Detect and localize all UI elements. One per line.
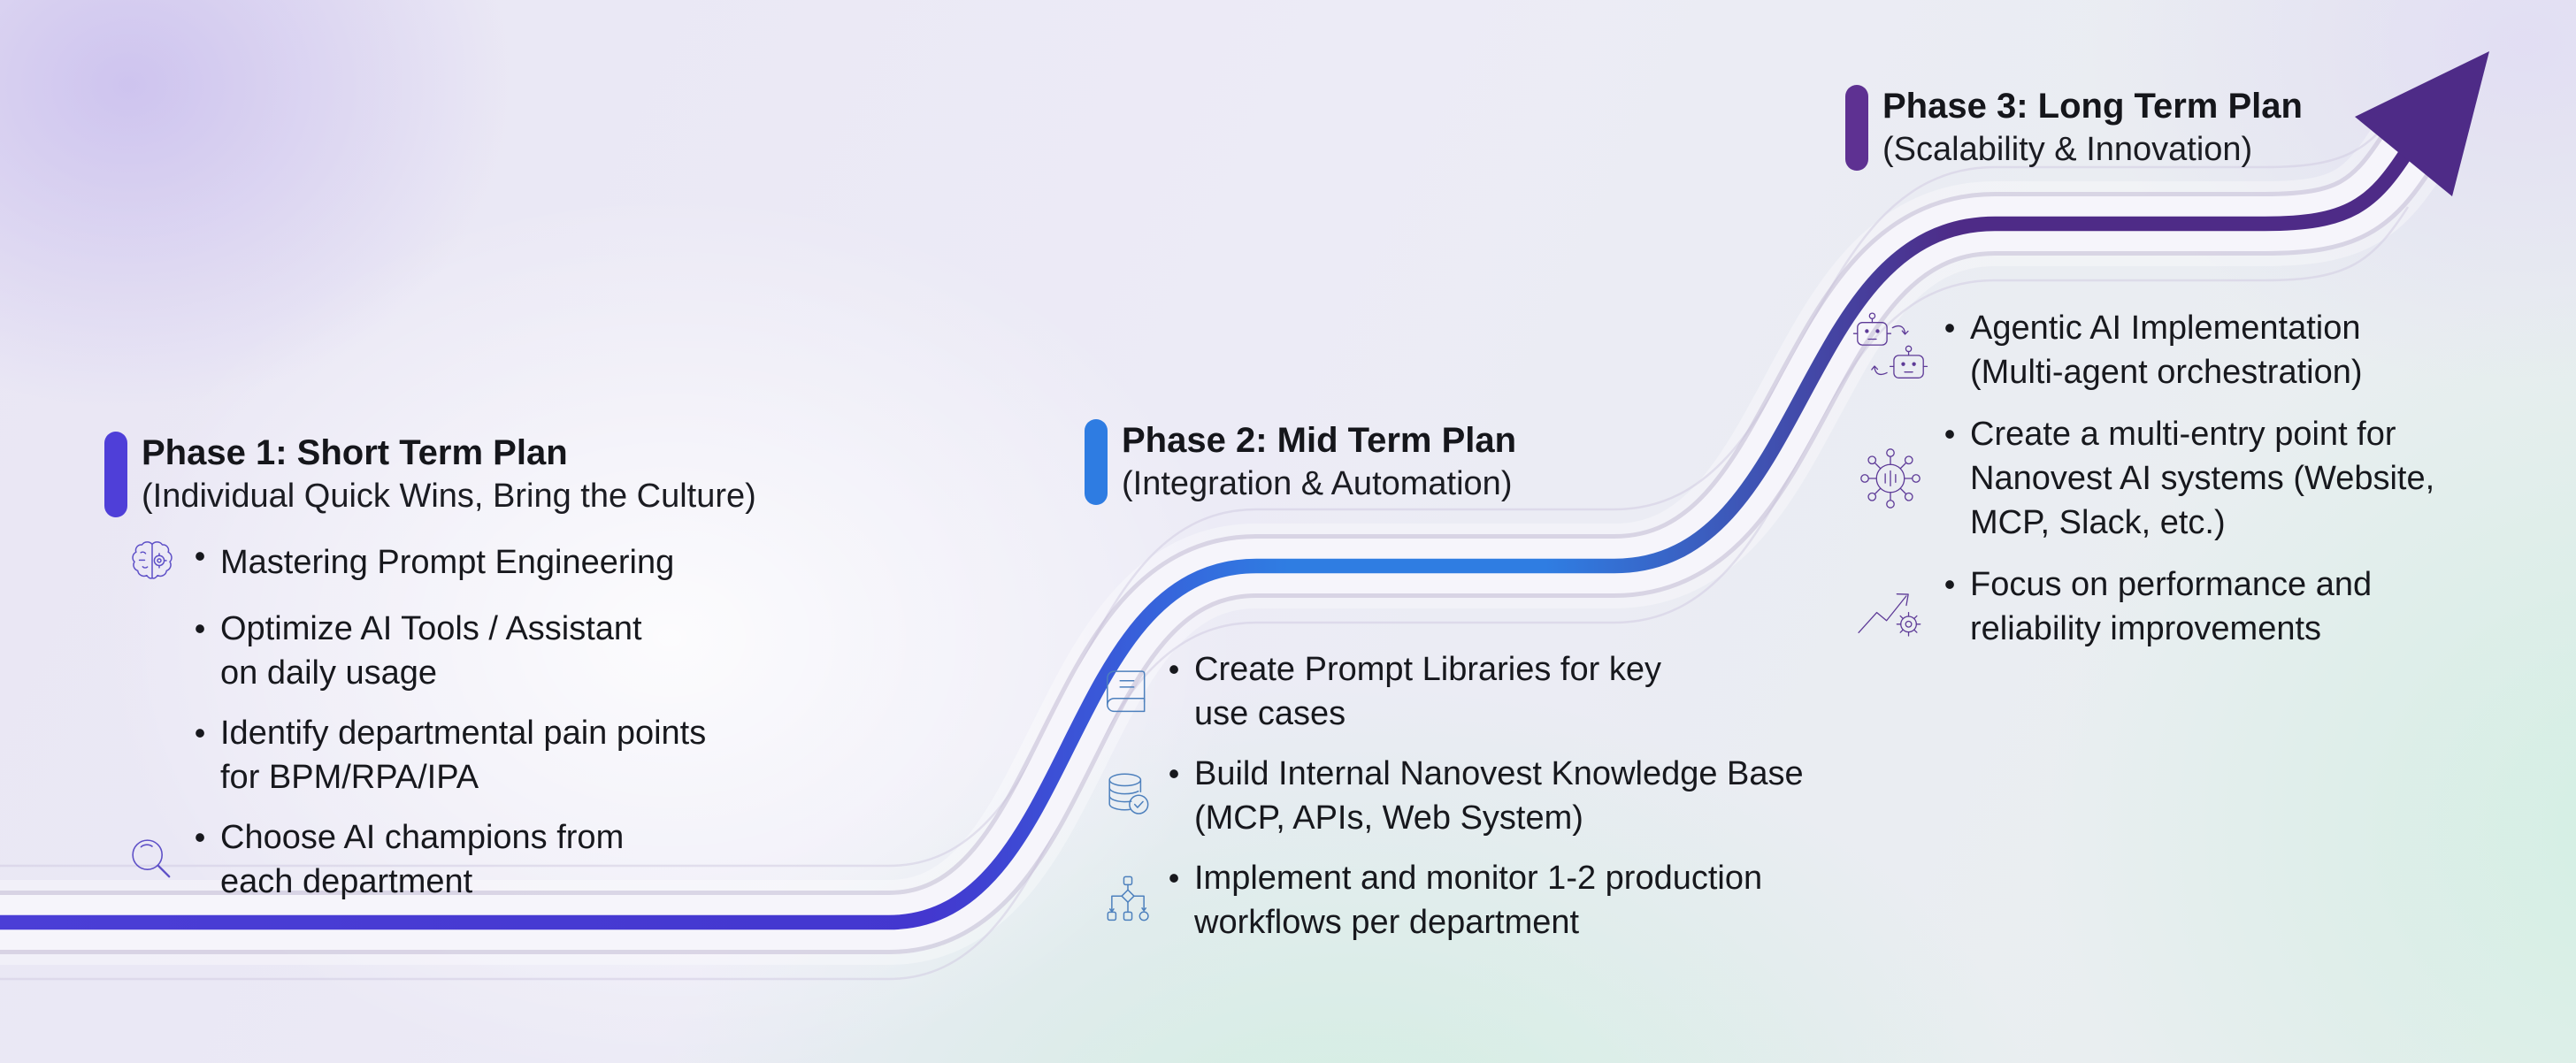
phase-1-title: Phase 1: Short Term Plan <box>142 433 568 472</box>
phase-3-title: Phase 3: Long Term Plan <box>1882 87 2303 126</box>
phase-3-header: Phase 3: Long Term Plan (Scalability & I… <box>1845 85 2303 172</box>
item-line: Agentic AI Implementation <box>1970 310 2361 347</box>
bullet-dot <box>1936 562 1963 607</box>
item-line: Mastering Prompt Engineering <box>220 544 675 581</box>
item-text: Choose AI champions from each department <box>220 815 624 904</box>
item-line: use cases <box>1194 695 1346 732</box>
phase-3-heading-text: Phase 3: Long Term Plan (Scalability & I… <box>1882 85 2303 171</box>
phase-2-heading-text: Phase 2: Mid Term Plan (Integration & Au… <box>1122 419 1516 505</box>
bullet-dot <box>1161 752 1187 796</box>
list-item: Identify departmental pain points for BP… <box>118 711 706 799</box>
icon-box <box>118 831 187 888</box>
item-line: for BPM/RPA/IPA <box>220 759 479 796</box>
bullet-dot <box>187 711 213 755</box>
item-line: Identify departmental pain points <box>220 715 707 752</box>
item-line: Create Prompt Libraries for key <box>1194 651 1661 688</box>
list-item: Build Internal Nanovest Knowledge Base (… <box>1095 752 1804 840</box>
bullet-dot <box>1161 856 1187 900</box>
bullet-dot <box>1161 647 1187 692</box>
brain-chip-icon <box>124 534 180 591</box>
item-line: each department <box>220 863 473 900</box>
phase-2-title: Phase 2: Mid Term Plan <box>1122 421 1517 460</box>
item-text: Agentic AI Implementation (Multi-agent o… <box>1970 306 2363 394</box>
list-item: Implement and monitor 1-2 production wor… <box>1095 856 1804 944</box>
book-icon <box>1100 663 1156 720</box>
item-text: Build Internal Nanovest Knowledge Base (… <box>1194 752 1804 840</box>
phase-1-subtitle: (Individual Quick Wins, Bring the Cultur… <box>142 477 756 515</box>
arrowhead-icon <box>2355 51 2489 196</box>
icon-box <box>118 534 187 591</box>
item-line: Nanovest AI systems (Website, <box>1970 460 2435 497</box>
phase-1-heading-text: Phase 1: Short Term Plan (Individual Qui… <box>142 432 756 517</box>
phase-3-accent-bar <box>1845 85 1868 172</box>
item-line: Implement and monitor 1-2 production <box>1194 860 1763 897</box>
item-line: Optimize AI Tools / Assistant <box>220 610 642 647</box>
phase-2-accent-bar <box>1085 419 1108 506</box>
phase-3-items: Agentic AI Implementation (Multi-agent o… <box>1844 306 2434 669</box>
phase-2-subtitle: (Integration & Automation) <box>1122 464 1513 502</box>
item-line: Create a multi-entry point for <box>1970 416 2396 453</box>
ai-hub-icon <box>1852 440 1929 517</box>
item-line: Focus on performance and <box>1970 566 2373 603</box>
item-line: reliability improvements <box>1970 610 2322 647</box>
item-line: on daily usage <box>220 654 438 692</box>
icon-box <box>1095 768 1161 824</box>
phase-3-subtitle: (Scalability & Innovation) <box>1882 130 2253 168</box>
bullet-dot <box>187 607 213 651</box>
list-item: Create Prompt Libraries for key use case… <box>1095 647 1804 736</box>
bullet-dot <box>1936 306 1963 350</box>
item-text: Identify departmental pain points for BP… <box>220 711 706 799</box>
item-text: Create a multi-entry point for Nanovest … <box>1970 412 2434 545</box>
list-item: Optimize AI Tools / Assistant on daily u… <box>118 607 706 695</box>
item-text: Mastering Prompt Engineering <box>220 540 674 585</box>
item-line: MCP, Slack, etc.) <box>1970 504 2226 541</box>
growth-gear-icon <box>1852 568 1929 646</box>
item-line: Choose AI champions from <box>220 819 625 856</box>
bullet-dot <box>187 534 213 578</box>
bullet-dot <box>1936 412 1963 456</box>
item-text: Focus on performance and reliability imp… <box>1970 562 2372 651</box>
phase-1-header: Phase 1: Short Term Plan (Individual Qui… <box>104 432 756 518</box>
database-check-icon <box>1100 768 1156 824</box>
item-line: (Multi-agent orchestration) <box>1970 354 2363 391</box>
phase-2-header: Phase 2: Mid Term Plan (Integration & Au… <box>1085 419 1516 506</box>
item-text: Optimize AI Tools / Assistant on daily u… <box>220 607 642 695</box>
item-line: (MCP, APIs, Web System) <box>1194 799 1583 837</box>
bullet-dot <box>187 815 213 860</box>
phase-2-items: Create Prompt Libraries for key use case… <box>1095 647 1804 960</box>
phase-1-items: Mastering Prompt Engineering Optimize AI… <box>118 534 706 920</box>
list-item: Focus on performance and reliability imp… <box>1844 562 2434 651</box>
magnifier-icon <box>124 831 180 888</box>
workflow-icon <box>1100 872 1156 929</box>
item-line: workflows per department <box>1194 904 1580 941</box>
list-item: Mastering Prompt Engineering <box>118 534 706 591</box>
multi-agent-robots-icon <box>1849 309 1932 392</box>
list-item: Choose AI champions from each department <box>118 815 706 904</box>
list-item: Agentic AI Implementation (Multi-agent o… <box>1844 306 2434 394</box>
item-line: Build Internal Nanovest Knowledge Base <box>1194 755 1804 792</box>
phase-1-accent-bar <box>104 432 127 518</box>
icon-box <box>1844 568 1936 646</box>
item-text: Implement and monitor 1-2 production wor… <box>1194 856 1762 944</box>
item-text: Create Prompt Libraries for key use case… <box>1194 647 1661 736</box>
icon-box <box>1844 440 1936 517</box>
icon-box <box>1095 663 1161 720</box>
icon-box <box>1095 872 1161 929</box>
icon-box <box>1844 309 1936 392</box>
list-item: Create a multi-entry point for Nanovest … <box>1844 412 2434 545</box>
